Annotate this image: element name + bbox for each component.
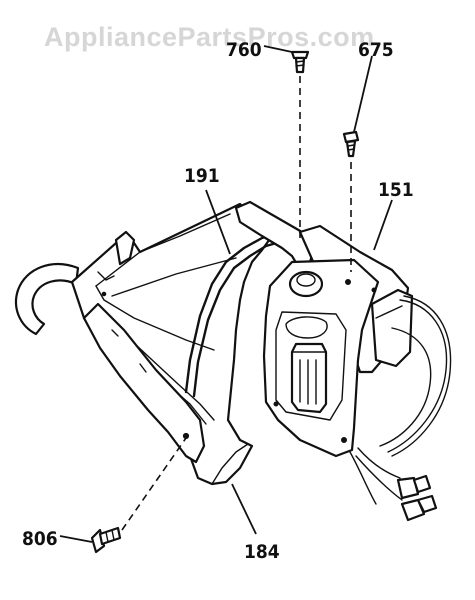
rod	[184, 200, 316, 398]
callout-leaders	[59, 45, 393, 543]
callout-675: 675	[358, 39, 394, 61]
callout-760: 760	[226, 39, 262, 61]
callout-184: 184	[244, 541, 280, 563]
callout-labels: 760 675 191 151 184 806	[22, 39, 414, 563]
watermark-text: AppliancePartsPros.com	[44, 22, 375, 52]
bracket	[70, 202, 274, 486]
callout-191: 191	[184, 165, 220, 187]
screw-675	[342, 130, 360, 272]
screw-760	[290, 50, 310, 238]
screw-806	[90, 437, 187, 554]
hook	[14, 263, 80, 336]
callout-806: 806	[22, 528, 58, 550]
motor-assembly	[262, 224, 452, 522]
callout-151: 151	[378, 179, 414, 201]
